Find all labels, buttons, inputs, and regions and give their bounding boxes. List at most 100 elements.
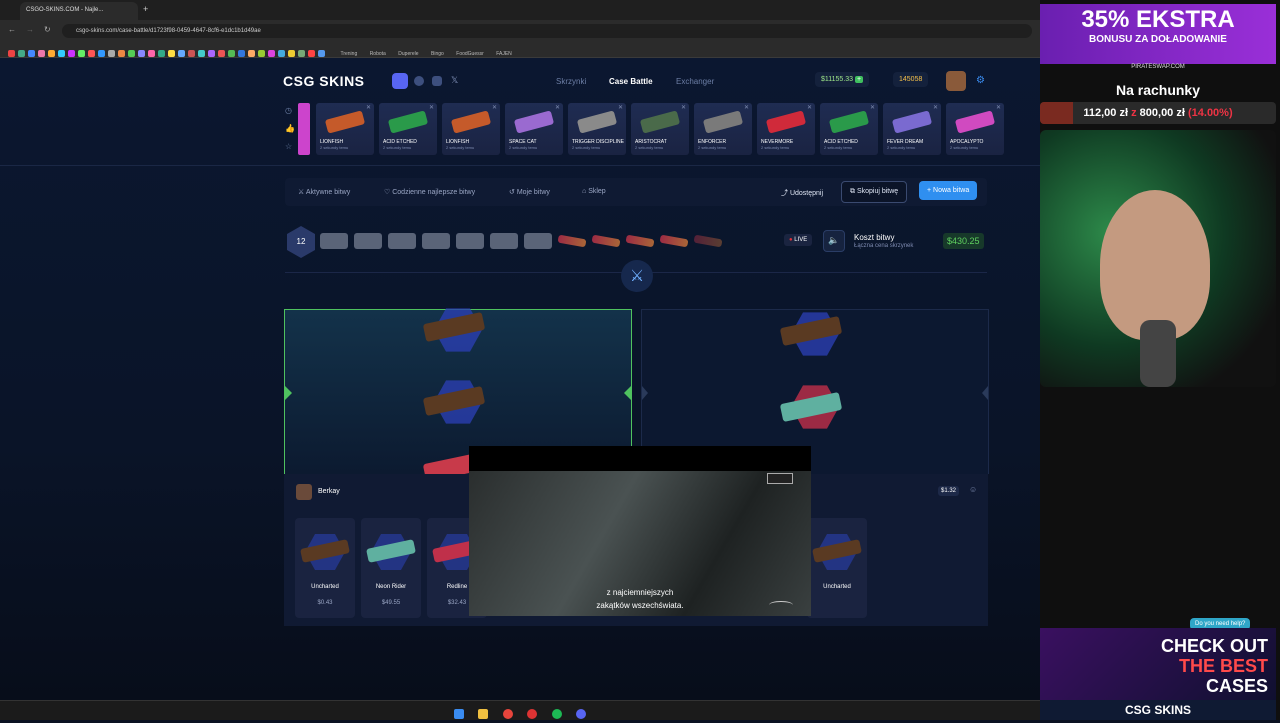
thumbs-up-icon[interactable]: 👍 — [285, 124, 295, 133]
ad-banner-bottom[interactable]: CHECK OUT THE BEST CASES — [1040, 628, 1276, 700]
back-icon[interactable]: ← — [8, 25, 16, 34]
facebook-icon[interactable] — [414, 76, 424, 86]
spotify-icon[interactable] — [551, 708, 562, 719]
close-icon[interactable]: ✕ — [869, 105, 875, 111]
video-player[interactable]: z najciemniejszych zakątków wszechświata… — [469, 446, 811, 616]
video-rating-icon — [767, 473, 793, 484]
app-icon[interactable] — [527, 708, 538, 719]
case-knife-icon — [659, 234, 689, 248]
discord-icon[interactable] — [392, 73, 408, 89]
copy-battle-button[interactable]: ⧉ Skopiuj bitwę — [841, 181, 908, 203]
won-item-card[interactable]: Uncharted$0.43 — [295, 518, 355, 618]
start-icon[interactable] — [453, 708, 464, 719]
new-battle-button[interactable]: + Nowa bitwa — [919, 181, 978, 200]
case-box-icon — [456, 233, 484, 249]
copy-label: Skopiuj bitwę — [856, 188, 899, 195]
browser-tab-bar: CSGO-SKINS.COM - Najle... + — [0, 0, 1040, 20]
player-avatar[interactable] — [296, 484, 312, 500]
won-item-card[interactable]: Uncharted — [807, 518, 867, 618]
user-avatar[interactable] — [946, 71, 966, 91]
tab-active-battles[interactable]: ⚔ Aktywne bitwy — [298, 189, 351, 196]
ad-banner-top[interactable]: 35% EKSTRA BONUSU ZA DOŁADOWANIE — [1040, 4, 1276, 64]
add-funds-icon[interactable]: + — [855, 76, 864, 83]
file-explorer-icon[interactable] — [478, 708, 489, 719]
spinner2-right-marker — [982, 386, 988, 400]
forward-icon[interactable]: → — [26, 25, 34, 34]
nav-skrzynki[interactable]: Skrzynki — [556, 77, 587, 86]
tab-shop[interactable]: ⌂ Sklep — [582, 188, 606, 195]
close-icon[interactable]: ✕ — [932, 105, 938, 111]
close-icon[interactable]: ✕ — [806, 105, 812, 111]
bookmark-folder-fajen[interactable]: FAJEN — [496, 51, 512, 57]
drop-time: 2 sekundy temu — [572, 145, 601, 150]
goal-target: 800,00 zł — [1139, 107, 1185, 119]
close-icon[interactable]: ✕ — [428, 105, 434, 111]
nav-case-battle[interactable]: Case Battle — [609, 77, 653, 86]
bookmark-foodguessr[interactable]: FoodGuessr — [456, 51, 484, 57]
drop-weapon-icon — [639, 110, 681, 134]
disney-logo-icon — [769, 601, 793, 609]
bookmark-folder-bingo[interactable]: Bingo — [431, 51, 444, 57]
drop-weapon-icon — [450, 110, 492, 134]
close-icon[interactable]: ✕ — [995, 105, 1001, 111]
tab-daily-best[interactable]: ♡ Codzienne najlepsze bitwy — [384, 189, 476, 196]
bookmark-folder-robota[interactable]: Robota — [369, 51, 386, 57]
item-price: $49.55 — [381, 600, 401, 606]
site-logo[interactable]: CSG SKINS — [283, 73, 365, 89]
close-icon[interactable]: ✕ — [554, 105, 560, 111]
history-clock-icon[interactable]: ◷ — [285, 106, 292, 115]
url-field[interactable]: csgo-skins.com/case-battle/d1723f98-0459… — [62, 24, 1032, 38]
battle-cost-value: $430.25 — [943, 233, 984, 249]
close-icon[interactable]: ✕ — [617, 105, 623, 111]
ad-top-headline: 35% EKSTRA — [1081, 6, 1235, 33]
share-button[interactable]: ⤴ Udostępnij — [781, 190, 824, 197]
won-item-card[interactable]: Neon Rider$49.55 — [361, 518, 421, 618]
ad-top-subline: BONUSU ZA DOŁADOWANIE — [1089, 34, 1227, 45]
player-name: Berkay — [318, 488, 340, 495]
star-icon[interactable]: ☆ — [285, 142, 293, 151]
coins-display[interactable]: 145058 — [893, 72, 929, 87]
bookmark-folder-duperele[interactable]: Duperele — [398, 51, 419, 57]
new-tab-icon[interactable]: + — [143, 4, 149, 14]
battle-cost-subtitle: Łączna cena skrzynek — [854, 243, 914, 249]
item-price: $0.43 — [317, 600, 333, 606]
reload-icon[interactable]: ↻ — [44, 25, 51, 34]
chrome-icon[interactable] — [502, 708, 513, 719]
settings-gear-icon[interactable]: ⚙ — [976, 75, 985, 86]
x-icon[interactable]: 𝕏 — [451, 75, 459, 85]
drop-weapon-icon — [765, 110, 807, 134]
tab-my-battles[interactable]: ↺ Moje bitwy — [509, 189, 550, 196]
drop-weapon-icon — [513, 110, 555, 134]
live-badge: ● LIVE — [784, 234, 813, 246]
help-chat-button[interactable]: Do you need help? — [1190, 618, 1251, 630]
close-icon[interactable]: ✕ — [680, 105, 686, 111]
close-icon[interactable]: ✕ — [743, 105, 749, 111]
discord-taskbar-icon[interactable] — [576, 708, 587, 719]
nav-exchanger[interactable]: Exchanger — [676, 77, 715, 86]
drop-card-partial — [298, 103, 310, 155]
video-subtitle-2: zakątków wszechświata. — [596, 601, 684, 610]
close-icon[interactable]: ✕ — [365, 105, 371, 111]
browser-tab[interactable]: CSGO-SKINS.COM - Najle... — [20, 2, 138, 20]
sound-toggle-icon[interactable]: 🔈 — [823, 230, 845, 252]
instagram-icon[interactable] — [432, 76, 442, 86]
balance-display[interactable]: $11155.33 + — [815, 72, 870, 87]
ad-bottom-line3: CASES — [1205, 676, 1268, 696]
bookmark-icons — [8, 50, 328, 58]
bookmark-folder-trening[interactable]: Trening — [340, 51, 358, 57]
drop-weapon-icon — [324, 110, 366, 134]
close-icon[interactable]: ✕ — [491, 105, 497, 111]
drop-name: ARISTOCRAT — [635, 139, 667, 145]
